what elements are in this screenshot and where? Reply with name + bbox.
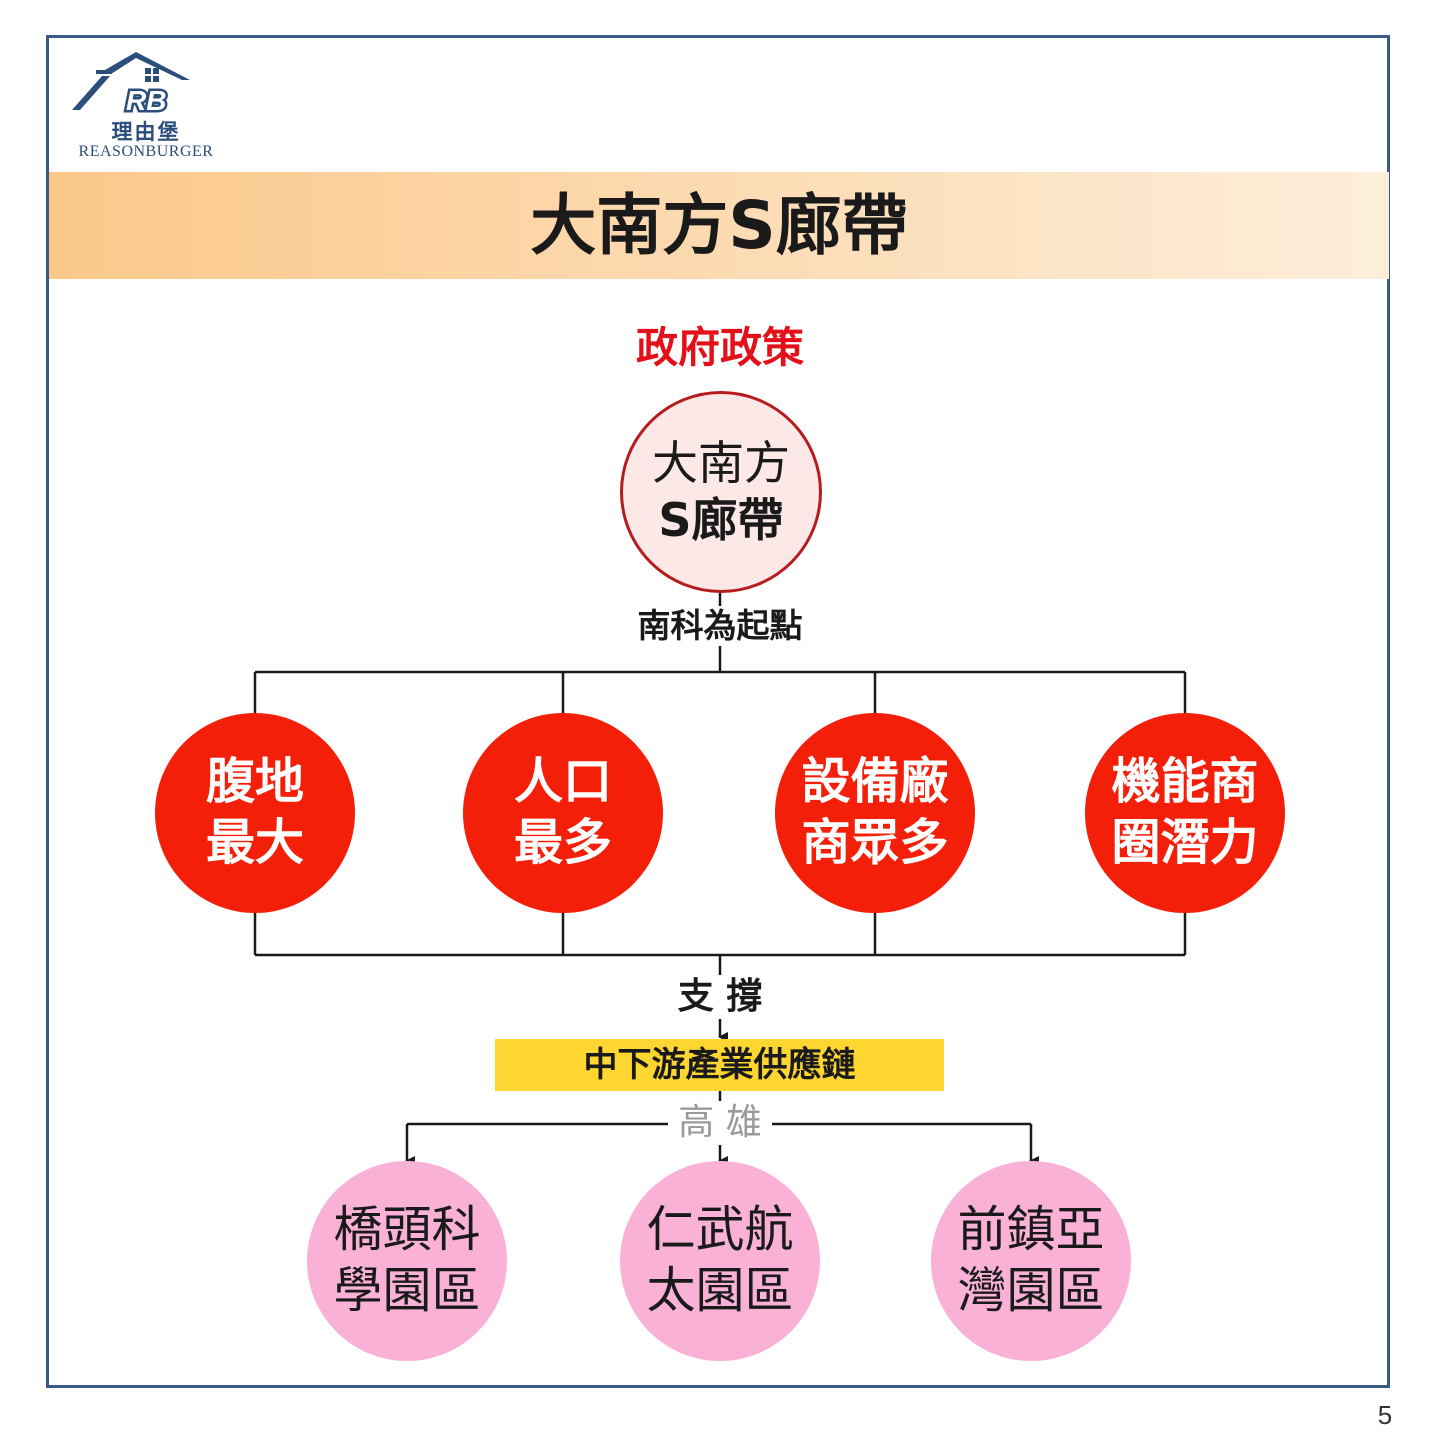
park-node: 橋頭科 學園區: [307, 1161, 507, 1361]
factor-line2: 圈潛力: [1111, 814, 1259, 871]
park-line1: 橋頭科: [333, 1201, 481, 1259]
logo: RB 理由堡 REASONBURGER: [66, 48, 226, 166]
factor-node: 腹地 最大: [155, 713, 355, 913]
subtitle: 政府政策: [635, 323, 804, 372]
park-line1: 前鎮亞: [957, 1201, 1105, 1259]
supply-chain-box: 中下游產業供應鏈: [495, 1039, 944, 1091]
park-line2: 學園區: [333, 1262, 481, 1319]
center-node-line2: S廊帶: [658, 493, 784, 547]
logo-chinese-name: 理由堡: [111, 119, 181, 144]
center-node: 大南方 S廊帶: [620, 391, 822, 593]
factor-node: 人口 最多: [463, 713, 663, 913]
logo-english-name: REASONBURGER: [78, 143, 214, 160]
city-label: 高 雄: [668, 1101, 772, 1145]
park-node: 前鎮亞 灣園區: [931, 1161, 1131, 1361]
svg-text:RB: RB: [126, 85, 166, 116]
title-band: 大南方S廊帶: [49, 172, 1389, 279]
page-frame: [46, 35, 1390, 1388]
factor-line2: 最多: [513, 814, 612, 871]
park-line2: 灣園區: [957, 1262, 1105, 1319]
center-node-line1: 大南方: [652, 435, 790, 490]
house-logo-icon: RB: [72, 52, 190, 119]
factor-line1: 腹地: [205, 753, 304, 811]
page-number: 5: [1377, 1400, 1393, 1430]
park-line1: 仁武航: [646, 1201, 794, 1259]
page-title: 大南方S廊帶: [530, 187, 908, 264]
factor-line1: 機能商: [1111, 753, 1259, 811]
factor-line2: 商眾多: [801, 814, 949, 871]
support-label: 支 撐: [672, 975, 768, 1019]
start-label: 南科為起點: [610, 606, 830, 646]
factor-line1: 設備廠: [801, 753, 949, 811]
factor-node: 機能商 圈潛力: [1085, 713, 1285, 913]
factor-node: 設備廠 商眾多: [775, 713, 975, 913]
factor-line2: 最大: [205, 814, 304, 871]
park-node: 仁武航 太園區: [620, 1161, 820, 1361]
factor-line1: 人口: [513, 753, 612, 811]
park-line2: 太園區: [646, 1262, 794, 1319]
